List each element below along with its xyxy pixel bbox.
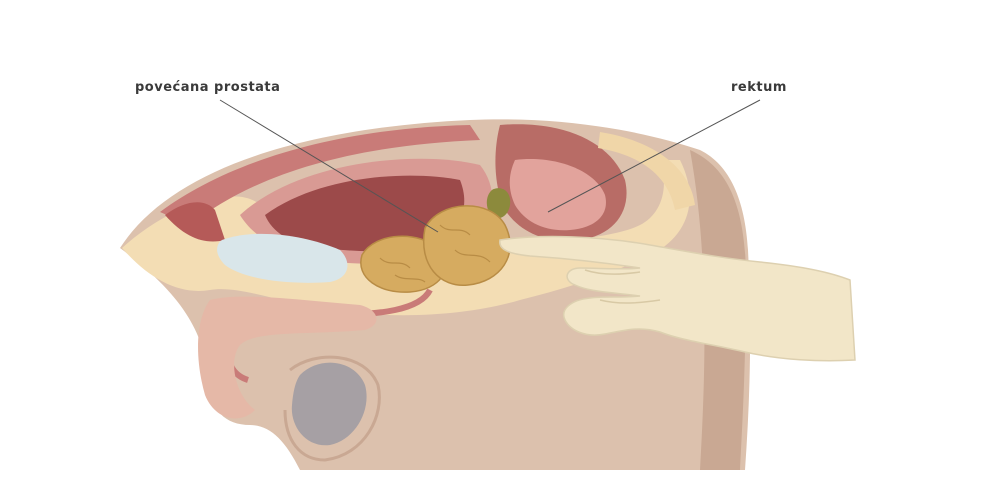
- label-rectum: rektum: [731, 80, 787, 95]
- prostate-lobe-right: [424, 206, 510, 285]
- label-enlarged-prostate: povećana prostata: [135, 80, 280, 95]
